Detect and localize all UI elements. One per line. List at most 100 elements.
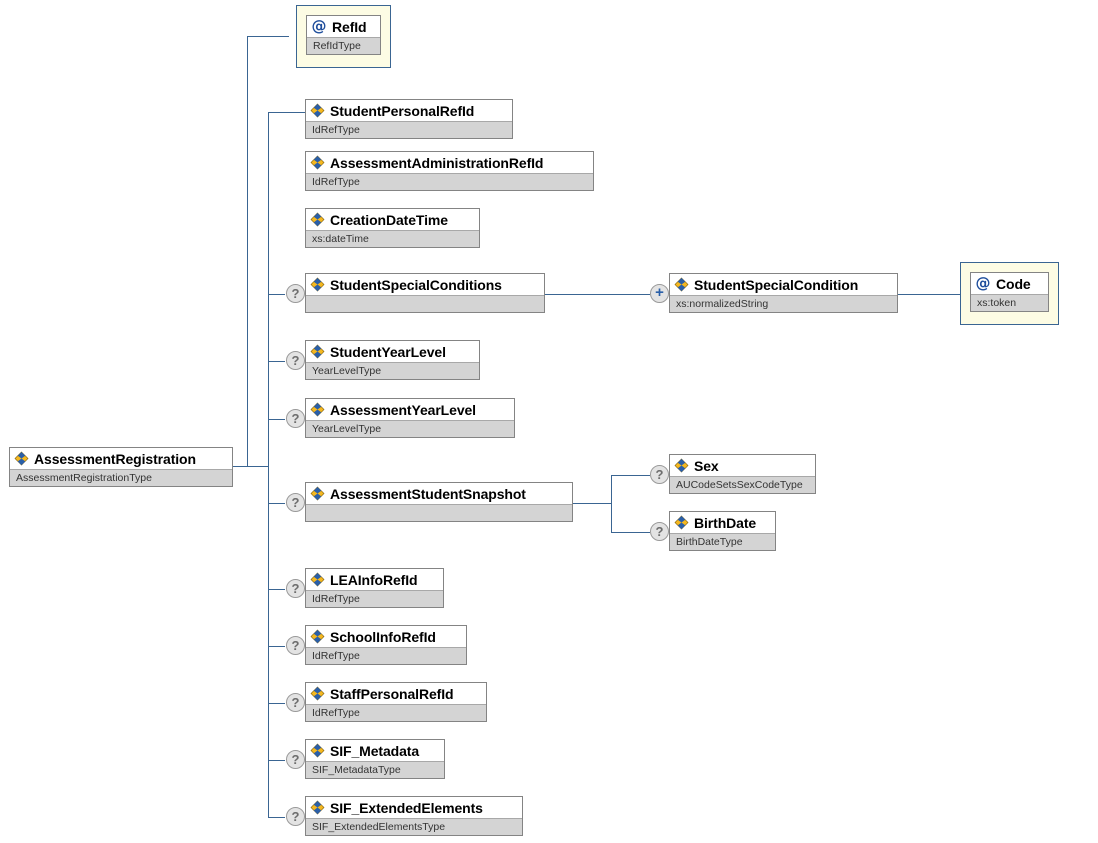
optional-marker-studentyearlevel[interactable]: ? bbox=[286, 351, 305, 370]
node-name-row: SchoolInfoRefId bbox=[306, 626, 466, 647]
node-type-label: IdRefType bbox=[312, 593, 360, 605]
connector-schoolinforefid bbox=[268, 646, 285, 647]
node-name-row: LEAInfoRefId bbox=[306, 569, 443, 590]
connector-root-stub bbox=[232, 466, 248, 467]
node-type-label: BirthDateType bbox=[676, 536, 743, 548]
node-leainforefid[interactable]: LEAInfoRefId IdRefType bbox=[305, 568, 444, 608]
node-assessmentyearlevel[interactable]: AssessmentYearLevel YearLevelType bbox=[305, 398, 515, 438]
node-birthdate[interactable]: BirthDate BirthDateType bbox=[669, 511, 776, 551]
node-name-label: SIF_Metadata bbox=[330, 742, 420, 759]
node-type-label: xs:token bbox=[977, 297, 1017, 309]
node-studentyearlevel[interactable]: StudentYearLevel YearLevelType bbox=[305, 340, 480, 380]
node-type-row: xs:dateTime bbox=[306, 230, 479, 247]
node-staffpersonalrefid[interactable]: StaffPersonalRefId IdRefType bbox=[305, 682, 487, 722]
node-type-label: IdRefType bbox=[312, 124, 360, 136]
node-type-label: YearLevelType bbox=[312, 423, 382, 435]
element-diamond-icon bbox=[310, 686, 325, 701]
optional-marker-assessmentstudentsnapshot[interactable]: ? bbox=[286, 493, 305, 512]
node-name-row: AssessmentStudentSnapshot bbox=[306, 483, 572, 504]
expand-marker-studentspecialcondition[interactable]: + bbox=[650, 284, 669, 303]
node-schoolinforefid[interactable]: SchoolInfoRefId IdRefType bbox=[305, 625, 467, 665]
node-sex[interactable]: Sex AUCodeSetsSexCodeType bbox=[669, 454, 816, 494]
node-name-row: StudentYearLevel bbox=[306, 341, 479, 362]
node-studentpersonalrefid[interactable]: StudentPersonalRefId IdRefType bbox=[305, 99, 513, 139]
node-name-label: Sex bbox=[694, 457, 719, 474]
element-diamond-icon bbox=[310, 572, 325, 587]
optional-marker-studentspecialconditions[interactable]: ? bbox=[286, 284, 305, 303]
node-type-label: IdRefType bbox=[312, 176, 360, 188]
node-name-row: StudentSpecialCondition bbox=[670, 274, 897, 295]
connector-sifextendedelements bbox=[268, 817, 285, 818]
node-studentspecialcondition[interactable]: StudentSpecialCondition xs:normalizedStr… bbox=[669, 273, 898, 313]
node-type-label: xs:normalizedString bbox=[676, 298, 769, 310]
connector-assessmentyearlevel bbox=[268, 419, 285, 420]
node-type-row: BirthDateType bbox=[670, 533, 775, 550]
node-name-label: SchoolInfoRefId bbox=[330, 628, 436, 645]
connector-assessmentstudentsnapshot bbox=[268, 503, 285, 504]
node-studentspecialconditions[interactable]: StudentSpecialConditions bbox=[305, 273, 545, 313]
optional-marker-sex[interactable]: ? bbox=[650, 465, 669, 484]
element-diamond-icon bbox=[310, 155, 325, 170]
node-name-row: StudentPersonalRefId bbox=[306, 100, 512, 121]
node-name-label: CreationDateTime bbox=[330, 211, 448, 228]
attribute-frame-refid: @ RefId RefIdType bbox=[296, 5, 391, 68]
node-type-row: SIF_MetadataType bbox=[306, 761, 444, 778]
connector-refid bbox=[247, 36, 289, 37]
node-refid[interactable]: @ RefId RefIdType bbox=[306, 15, 381, 55]
node-name-row: StaffPersonalRefId bbox=[306, 683, 486, 704]
node-type-label: xs:dateTime bbox=[312, 233, 369, 245]
node-type-row: YearLevelType bbox=[306, 420, 514, 437]
optional-marker-assessmentyearlevel[interactable]: ? bbox=[286, 409, 305, 428]
node-name-row: CreationDateTime bbox=[306, 209, 479, 230]
element-diamond-icon bbox=[310, 277, 325, 292]
node-type-row: IdRefType bbox=[306, 647, 466, 664]
node-name-row: AssessmentAdministrationRefId bbox=[306, 152, 593, 173]
element-diamond-icon bbox=[310, 743, 325, 758]
element-diamond-icon bbox=[674, 515, 689, 530]
node-type-row bbox=[306, 295, 544, 312]
node-name-label: StudentYearLevel bbox=[330, 343, 446, 360]
node-type-label: AssessmentRegistrationType bbox=[16, 472, 152, 484]
node-assessmentregistration[interactable]: AssessmentRegistration AssessmentRegistr… bbox=[9, 447, 233, 487]
node-name-row: @ Code bbox=[971, 273, 1048, 294]
node-type-label: RefIdType bbox=[313, 40, 361, 52]
node-sifextendedelements[interactable]: SIF_ExtendedElements SIF_ExtendedElement… bbox=[305, 796, 523, 836]
optional-marker-leainforefid[interactable]: ? bbox=[286, 579, 305, 598]
optional-marker-birthdate[interactable]: ? bbox=[650, 522, 669, 541]
optional-marker-sifextendedelements[interactable]: ? bbox=[286, 807, 305, 826]
node-type-row: IdRefType bbox=[306, 704, 486, 721]
connector-sex bbox=[611, 475, 650, 476]
node-name-label: AssessmentAdministrationRefId bbox=[330, 154, 544, 171]
element-diamond-icon bbox=[310, 103, 325, 118]
node-code[interactable]: @ Code xs:token bbox=[970, 272, 1049, 312]
optional-marker-staffpersonalrefid[interactable]: ? bbox=[286, 693, 305, 712]
node-type-row: IdRefType bbox=[306, 173, 593, 190]
node-name-label: AssessmentYearLevel bbox=[330, 401, 476, 418]
optional-marker-sifmetadata[interactable]: ? bbox=[286, 750, 305, 769]
node-type-label: SIF_ExtendedElementsType bbox=[312, 821, 446, 833]
connector-birthdate bbox=[611, 532, 650, 533]
at-sign-icon: @ bbox=[311, 16, 327, 35]
node-type-label: SIF_MetadataType bbox=[312, 764, 401, 776]
connector-attribute-trunk bbox=[247, 36, 248, 467]
node-type-row: IdRefType bbox=[306, 121, 512, 138]
node-name-row: StudentSpecialConditions bbox=[306, 274, 544, 295]
node-creationdatetime[interactable]: CreationDateTime xs:dateTime bbox=[305, 208, 480, 248]
node-type-row: SIF_ExtendedElementsType bbox=[306, 818, 522, 835]
node-name-label: StudentSpecialConditions bbox=[330, 276, 502, 293]
node-assessmentadministrationrefid[interactable]: AssessmentAdministrationRefId IdRefType bbox=[305, 151, 594, 191]
element-diamond-icon bbox=[14, 451, 29, 466]
node-assessmentstudentsnapshot[interactable]: AssessmentStudentSnapshot bbox=[305, 482, 573, 522]
node-name-row: @ RefId bbox=[307, 16, 380, 37]
node-type-row bbox=[306, 504, 572, 521]
node-name-row: Sex bbox=[670, 455, 815, 476]
node-sifmetadata[interactable]: SIF_Metadata SIF_MetadataType bbox=[305, 739, 445, 779]
optional-marker-schoolinforefid[interactable]: ? bbox=[286, 636, 305, 655]
connector-sscond-to-code bbox=[898, 294, 960, 295]
node-type-label: IdRefType bbox=[312, 707, 360, 719]
connector-studentpersonalrefid bbox=[268, 112, 305, 113]
connector-snapshot-stub bbox=[573, 503, 611, 504]
node-name-label: LEAInfoRefId bbox=[330, 571, 418, 588]
connector-sifmetadata bbox=[268, 760, 285, 761]
node-name-label: Code bbox=[996, 275, 1031, 292]
